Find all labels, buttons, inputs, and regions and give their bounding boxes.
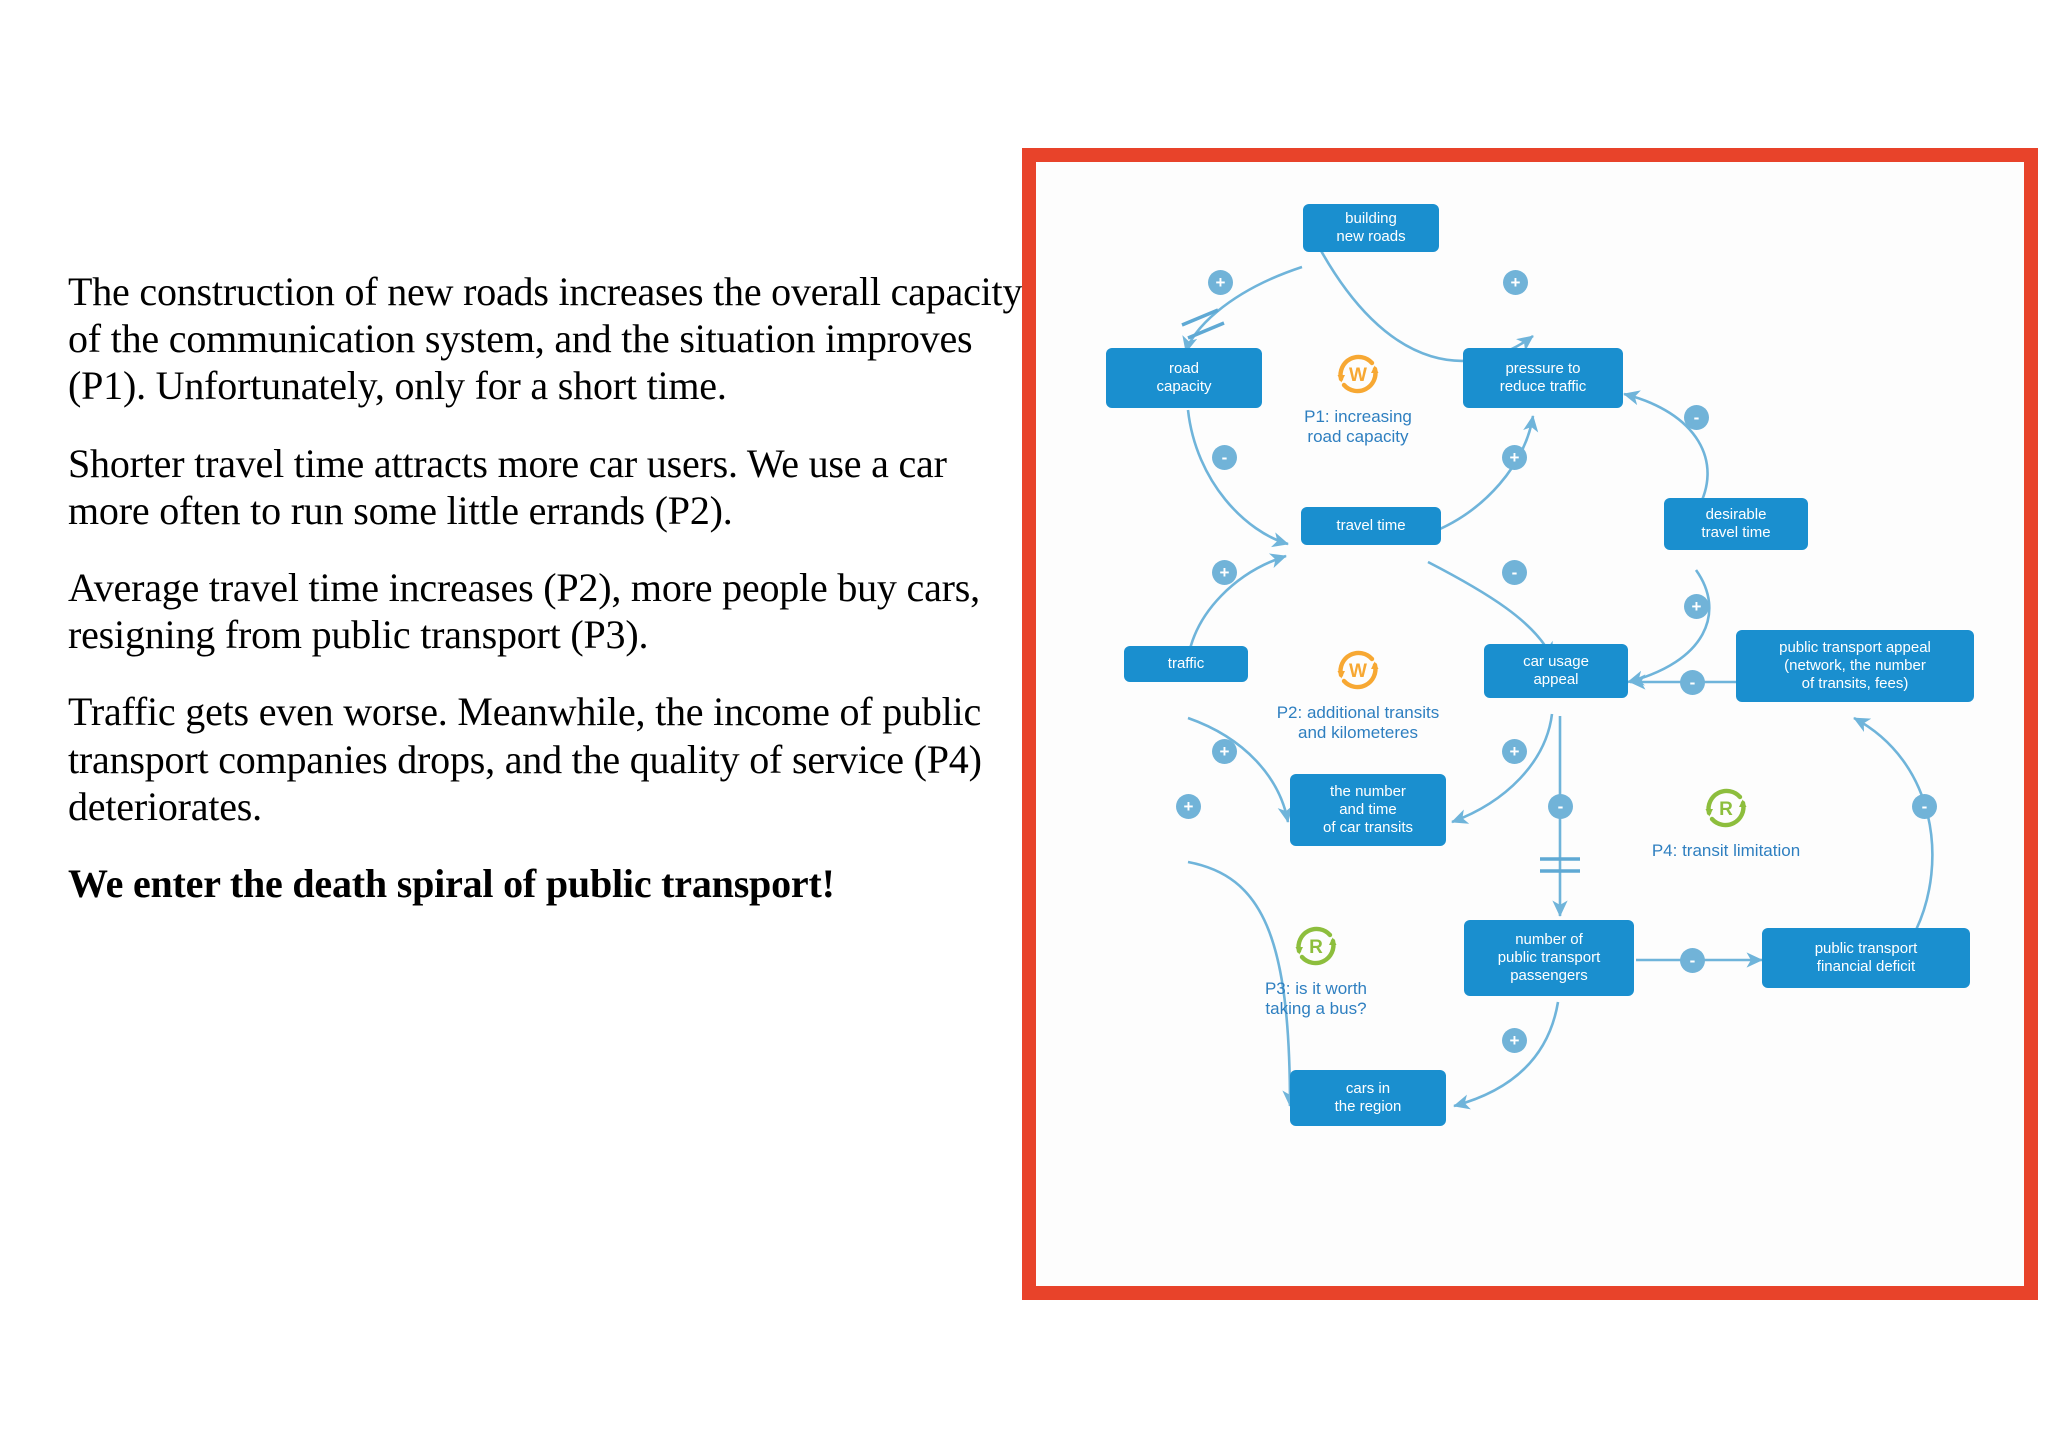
paragraph-2: Shorter travel time attracts more car us… — [68, 440, 947, 533]
node-number-and-time-of-car-transits[interactable]: the number and time of car transits — [1290, 774, 1446, 846]
loop-label-p1: P1: increasing road capacity — [1304, 407, 1412, 447]
link-carusage-to-cartransits — [1451, 713, 1554, 824]
loop-marker-p3: R P3: is it worth taking a bus? — [1216, 920, 1416, 1020]
polarity-badge-desirable-to-carusage: + — [1684, 594, 1709, 619]
delay-mark-building-roadcapacity-2 — [1187, 321, 1225, 340]
loop-marker-p2: W P2: additional transits and kilometere… — [1258, 644, 1458, 744]
polarity-badge-traveltime-to-pressure: + — [1502, 445, 1527, 470]
polarity-badge-building-from-pressure: + — [1503, 270, 1528, 295]
node-building-new-roads[interactable]: building new roads — [1303, 204, 1439, 252]
link-desirable-to-pressure — [1623, 390, 1709, 513]
node-public-transport-financial-deficit[interactable]: public transport financial deficit — [1762, 928, 1970, 988]
loop-marker-letter: W — [1349, 365, 1367, 386]
polarity-badge-deficit-to-ptappeal: - — [1912, 794, 1937, 819]
loop-label-p3: P3: is it worth taking a bus? — [1264, 979, 1368, 1019]
balancing-loop-icon: W — [1332, 348, 1384, 400]
polarity-badge-cars-to-traffic: + — [1176, 794, 1201, 819]
polarity-badge-traffic-to-traveltime: + — [1212, 560, 1237, 585]
diagram-links-layer — [1181, 233, 1934, 1110]
link-roadcapacity-to-traveltime — [1186, 409, 1289, 548]
link-desirable-to-carusage — [1627, 569, 1711, 686]
paragraph-1: The construction of new roads increases … — [68, 269, 1023, 409]
link-traveltime-to-pressure — [1427, 415, 1539, 536]
paragraph-4: Traffic gets even worse. Meanwhile, the … — [68, 689, 982, 829]
node-public-transport-appeal[interactable]: public transport appeal (network, the nu… — [1736, 630, 1974, 702]
polarity-badge-carusage-to-passengers: - — [1548, 794, 1573, 819]
balancing-loop-icon: W — [1332, 644, 1384, 696]
link-traffic-to-traveltime — [1186, 553, 1287, 659]
polarity-badge-passengers-to-deficit: - — [1680, 948, 1705, 973]
polarity-badge-traveltime-to-carusage: - — [1502, 560, 1527, 585]
link-passengers-to-cars — [1453, 1001, 1560, 1110]
polarity-badge-pressure-to-building: + — [1208, 270, 1233, 295]
paragraph-5-conclusion: We enter the death spiral of public tran… — [68, 860, 835, 906]
paragraph-3: Average travel time increases (P2), more… — [68, 564, 980, 658]
loop-marker-letter: W — [1349, 661, 1367, 682]
reinforcing-loop-icon: R — [1700, 782, 1752, 834]
polarity-badge-ptappeal-to-carusage: - — [1680, 670, 1705, 695]
slide-text-column: The construction of new roads increases … — [68, 268, 1028, 937]
loop-label-p2: P2: additional transits and kilometeres — [1276, 703, 1440, 743]
delay-mark-building-roadcapacity-1 — [1181, 308, 1219, 327]
loop-marker-p1: W P1: increasing road capacity — [1258, 348, 1458, 448]
polarity-badge-carusage-to-cartransits: + — [1502, 739, 1527, 764]
loop-label-p4: P4: transit limitation — [1651, 841, 1801, 860]
polarity-badge-cartransits-to-traffic: + — [1212, 739, 1237, 764]
loop-marker-letter: R — [1719, 799, 1733, 820]
reinforcing-loop-icon: R — [1290, 920, 1342, 972]
link-deficit-to-ptappeal — [1853, 716, 1934, 931]
link-pressure-to-building — [1310, 233, 1534, 363]
link-cars-to-traffic — [1187, 860, 1298, 1107]
loop-marker-letter: R — [1309, 937, 1323, 958]
link-building-to-roadcapacity — [1182, 265, 1303, 353]
diagram-frame: building new roads road capacity pressur… — [1022, 148, 2038, 1300]
polarity-badge-desirable-to-pressure: - — [1684, 405, 1709, 430]
node-pressure-to-reduce-traffic[interactable]: pressure to reduce traffic — [1463, 348, 1623, 408]
node-cars-in-the-region[interactable]: cars in the region — [1290, 1070, 1446, 1126]
polarity-badge-roadcapacity-to-traveltime: - — [1212, 445, 1237, 470]
node-car-usage-appeal[interactable]: car usage appeal — [1484, 644, 1628, 698]
node-desirable-travel-time[interactable]: desirable travel time — [1664, 498, 1808, 550]
node-traffic[interactable]: traffic — [1124, 646, 1248, 682]
delay-marks-layer — [1181, 308, 1580, 873]
causal-loop-diagram: building new roads road capacity pressur… — [1036, 162, 2024, 1286]
node-travel-time[interactable]: travel time — [1301, 507, 1441, 545]
link-cartransits-to-traffic — [1187, 716, 1293, 823]
node-number-of-public-transport-passengers[interactable]: number of public transport passengers — [1464, 920, 1634, 996]
loop-marker-p4: R P4: transit limitation — [1626, 782, 1826, 861]
polarity-badge-passengers-to-cars: + — [1502, 1028, 1527, 1053]
node-road-capacity[interactable]: road capacity — [1106, 348, 1262, 408]
